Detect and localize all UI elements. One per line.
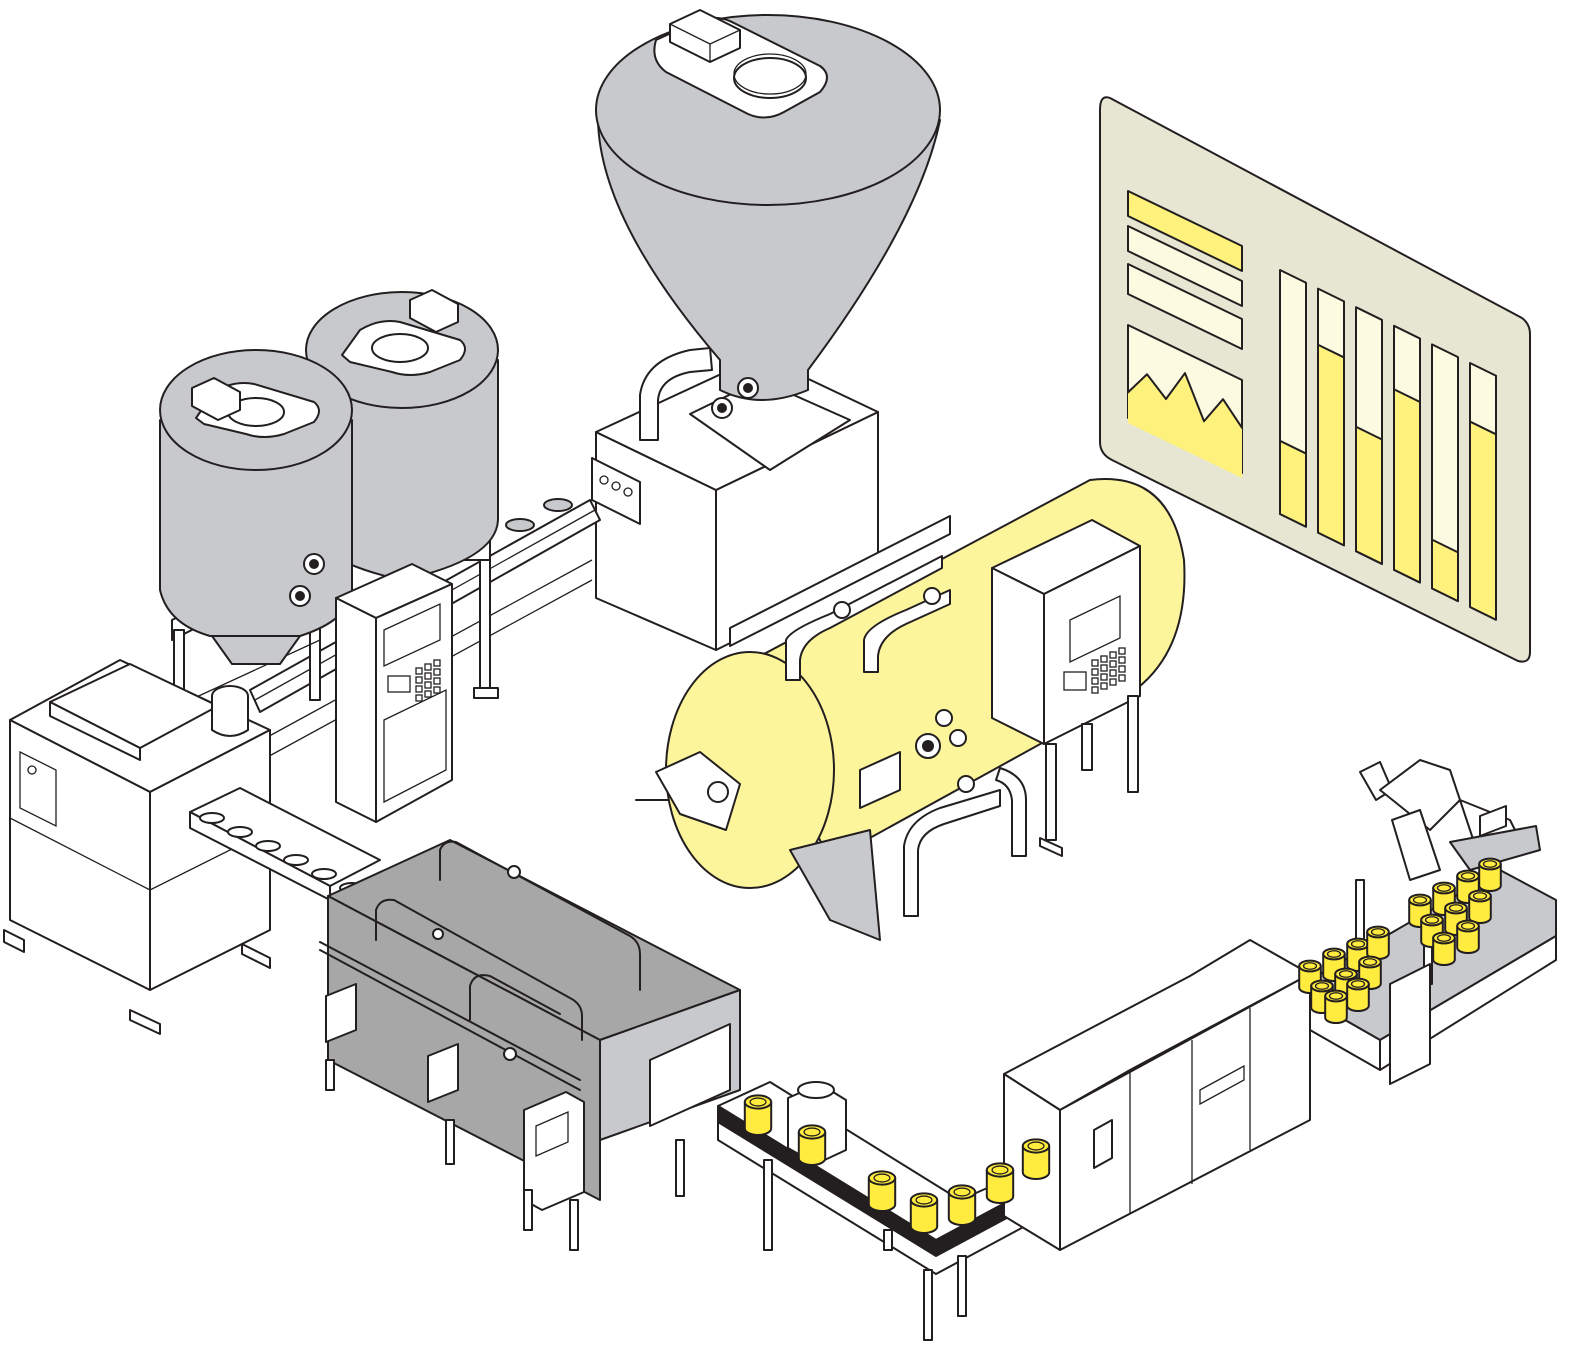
dashboard-panel [1099,96,1531,663]
keypad-key [1091,677,1099,685]
rear-conveyor-bucket [505,518,535,532]
dashboard-bar-fill [1317,343,1345,547]
keypad-key [424,663,432,671]
keypad-key [433,677,441,685]
dashboard-row-1 [1127,190,1243,272]
conveyor-bucket [255,840,281,852]
can-icon [947,1184,977,1226]
keypad-key [1100,655,1108,663]
keypad-key [415,694,423,702]
keypad-key [415,685,423,693]
can-icon [1432,931,1456,966]
dashboard-row-3 [1127,263,1243,350]
dashboard-bar-fill [1469,420,1497,621]
dashboard-bar-fill [1393,388,1421,584]
keypad-key [1100,682,1108,690]
keypad-key [415,667,423,675]
rear-conveyor-bucket [543,498,573,512]
can-icon [1468,889,1492,924]
keypad-key [1109,669,1117,677]
conveyor-bucket [199,812,225,824]
keypad-key [424,672,432,680]
keypad-key [1091,686,1099,694]
control-cabinet-right [991,519,1141,857]
conveyor-bucket [311,868,337,880]
can-icon [985,1162,1015,1204]
trend-area [1128,373,1242,478]
keypad-key [433,659,441,667]
dashboard-bar-fill [1355,425,1383,565]
conveyor-bucket [227,826,253,838]
keypad-key [1118,674,1126,682]
front-conveyor [189,787,381,901]
dashboard-bar-fill [1279,439,1307,528]
storage-tanks [159,289,499,751]
keypad-key [1100,664,1108,672]
can-icon [1346,977,1370,1012]
keypad-key [1118,647,1126,655]
can-icon [1456,919,1480,954]
storage-tank-front-cone [211,635,301,665]
can-icon [1478,857,1502,892]
keypad-key [1091,659,1099,667]
conveyor-bucket [283,854,309,866]
keypad-key [1109,651,1117,659]
retort-machine [1003,939,1311,1251]
hopper-control-box [591,457,641,525]
keypad-key [1109,660,1117,668]
can-group [743,857,1502,1234]
keypad-key [424,681,432,689]
hopper-station [591,9,941,651]
keypad-key [1118,656,1126,664]
can-icon [867,1170,897,1212]
keypad-key [1091,668,1099,676]
trend-line [1127,372,1243,429]
keypad-key [1118,665,1126,673]
hopper-lid-box [669,9,741,63]
can-icon [909,1192,939,1234]
control-cabinet-center [335,563,453,823]
keypad-key [415,676,423,684]
rear-conveyor-leg [479,539,491,691]
dashboard-row-2 [1127,225,1243,307]
keypad-key [1100,673,1108,681]
keypad-key [1109,678,1117,686]
can-icon [1021,1138,1051,1180]
hopper-feed-pipe [639,347,713,441]
can-icon [1366,925,1390,960]
can-icon [797,1124,827,1166]
steam-tunnel [319,839,741,1251]
dashboard-bar-fill [1431,538,1459,603]
can-icon [743,1094,773,1136]
keypad-key [424,690,432,698]
can-icon [1324,989,1348,1024]
keypad-key [433,686,441,694]
keypad-key [433,668,441,676]
